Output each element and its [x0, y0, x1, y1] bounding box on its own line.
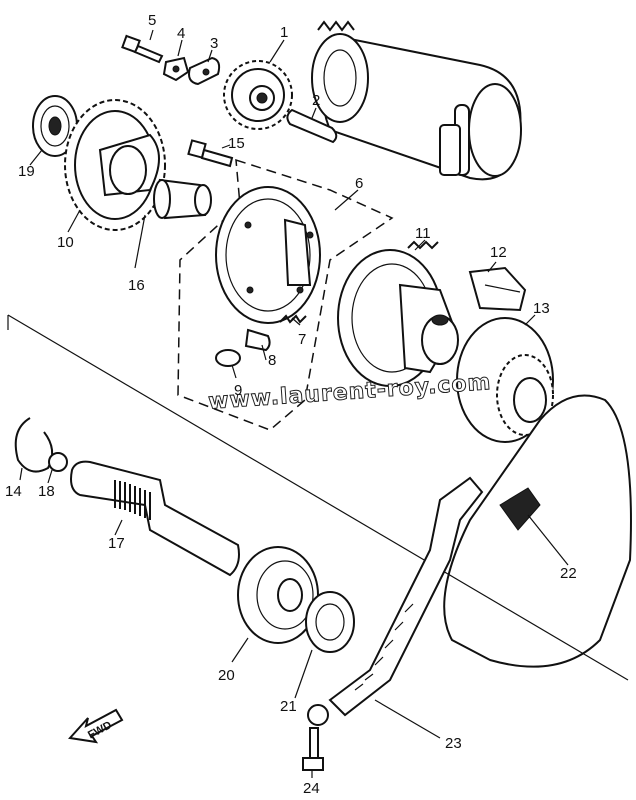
callout-label: 10 [57, 234, 74, 251]
lock-plate [188, 56, 221, 86]
clutch-roller [215, 349, 241, 367]
callout-label: 18 [38, 483, 55, 500]
shaft-axis-line [7, 314, 629, 681]
callout-label: 4 [177, 25, 185, 42]
clutch-plunger [244, 328, 271, 352]
callout-label: 20 [218, 667, 235, 684]
starter-wheel-gear [64, 99, 166, 231]
starter-idle-gear [223, 60, 293, 130]
chain-guide-block [499, 487, 541, 531]
clutch-boss [337, 240, 459, 387]
callout-label: 5 [148, 12, 156, 29]
callout-label: 11 [415, 225, 431, 242]
callout-label: 1 [280, 24, 288, 41]
callout-label: 13 [533, 300, 550, 317]
starter-chain-loop [443, 394, 632, 668]
callout-label: 23 [445, 735, 462, 752]
starter-driven-gear [456, 317, 554, 443]
callout-label: 14 [5, 483, 22, 500]
watermark-text: www.laurent-roy.com [207, 370, 492, 415]
part-callouts: 1 2 3 4 5 6 7 8 9 10 11 12 13 14 15 16 1… [5, 12, 577, 797]
chain-guide [307, 476, 484, 726]
bearing-right [237, 546, 319, 644]
spacer-collar [153, 178, 212, 220]
callout-label: 16 [128, 277, 145, 294]
idle-gear-shaft [286, 108, 338, 144]
leader-lines [19, 29, 569, 778]
watermark-band: www.laurent-roy.com [207, 370, 493, 416]
callout-label: 15 [228, 135, 245, 152]
callout-label: 6 [355, 175, 363, 192]
guide-bolt [302, 727, 324, 771]
steel-ball [48, 452, 68, 472]
callout-label: 21 [280, 698, 297, 715]
starter-clutch-assembly [177, 158, 394, 431]
fwd-label: FWD [86, 719, 114, 741]
callout-label: 17 [108, 535, 125, 552]
callout-label: 22 [560, 565, 577, 582]
callout-label: 19 [18, 163, 35, 180]
callout-label: 24 [303, 780, 320, 797]
callout-label: 8 [268, 352, 276, 369]
oil-seal [305, 591, 355, 653]
callout-label: 2 [312, 92, 320, 109]
callout-label: 7 [298, 331, 306, 348]
oil-guide [468, 266, 527, 312]
forward-direction-marker: FWD [68, 708, 124, 744]
callout-label: 12 [490, 244, 507, 261]
starter-motor [311, 20, 522, 181]
bearing-left [32, 95, 78, 157]
callout-label: 9 [234, 382, 242, 399]
circlip [14, 417, 54, 473]
clutch-bolt [187, 139, 234, 168]
gear-bolt [121, 34, 164, 64]
callout-label: 3 [210, 35, 218, 52]
lock-washer [162, 56, 190, 82]
starter-drive-shaft [70, 460, 240, 577]
